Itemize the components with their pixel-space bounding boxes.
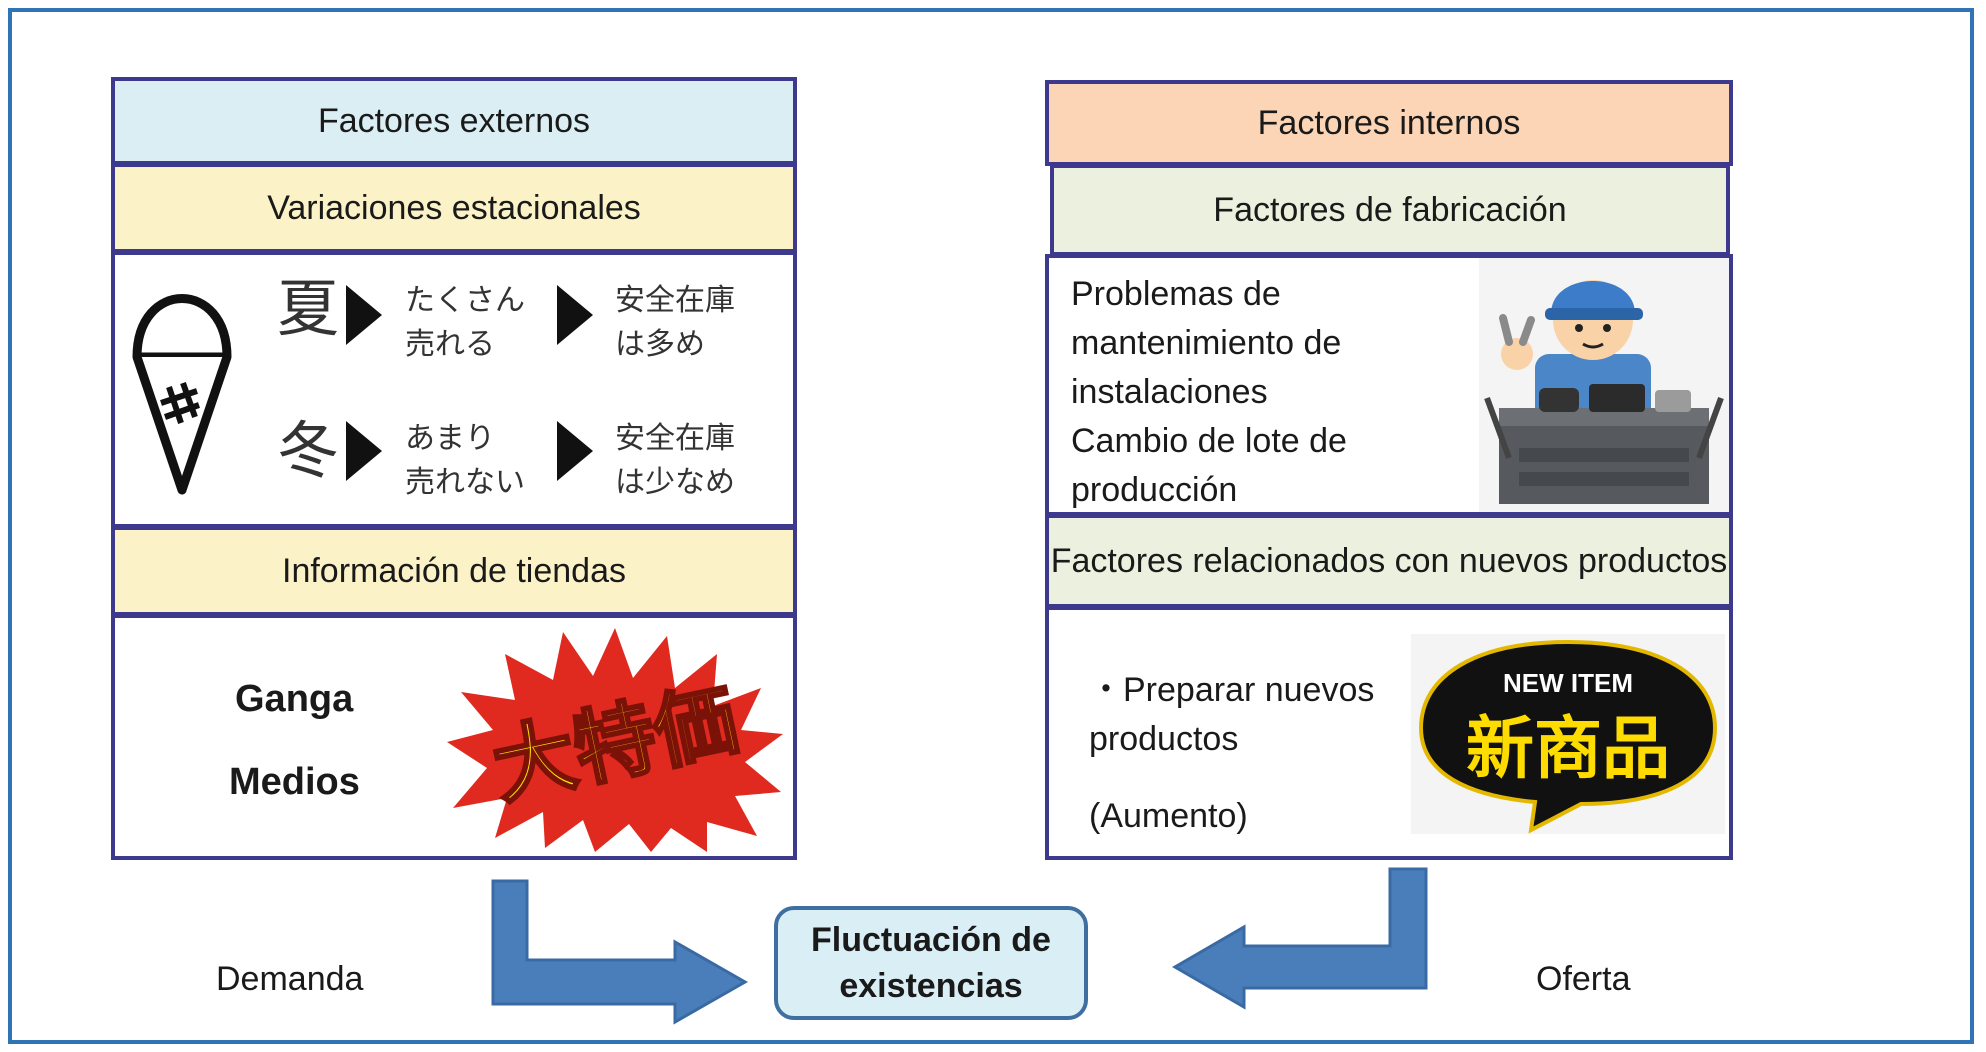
new-products-line-1: ・Preparar nuevos (1089, 671, 1375, 709)
summer-stock-line1: 安全在庫 (615, 283, 735, 318)
demand-label: Demanda (216, 960, 364, 998)
store-info-panel: Ganga Medios 大特価 (111, 614, 797, 860)
mechanic-worker-image (1479, 258, 1729, 512)
diagram-frame (8, 8, 1974, 1044)
manufacturing-line-5: producción (1071, 471, 1238, 509)
new-products-panel: ・Preparar nuevos productos (Aumento) NEW… (1045, 606, 1733, 860)
winter-stock-line1: 安全在庫 (615, 421, 735, 456)
bargain-label: Ganga (235, 678, 354, 720)
new-products-header: Factores relacionados con nuevos product… (1045, 514, 1733, 608)
arrow-right-icon (557, 421, 593, 481)
new-products-line-2: productos (1089, 720, 1239, 758)
manufacturing-factors-title: Factores de fabricación (1213, 190, 1567, 229)
sale-burst-image: 大特価 (447, 628, 783, 852)
new-item-badge-image: NEW ITEM 新商品 (1411, 634, 1725, 834)
manufacturing-line-2: mantenimiento de (1071, 324, 1342, 362)
summer-season-label: 夏 (277, 272, 340, 345)
summer-sales-line2: 売れる (405, 327, 495, 362)
summer-sales-line1: たくさん (405, 283, 525, 318)
winter-season-label: 冬 (277, 414, 340, 487)
new-products-title: Factores relacionados con nuevos product… (1050, 541, 1728, 580)
winter-sales-line1: あまり (405, 421, 495, 456)
demand-arrow (491, 879, 749, 1025)
new-item-badge-top: NEW ITEM (1503, 668, 1633, 698)
manufacturing-line-3: instalaciones (1071, 373, 1268, 411)
arrow-right-icon (346, 421, 382, 481)
supply-label: Oferta (1536, 960, 1631, 998)
store-info-header: Información de tiendas (111, 526, 797, 616)
internal-factors-title: Factores internos (1257, 103, 1521, 142)
arrow-right-icon (346, 285, 382, 345)
winter-stock-line2: は少なめ (615, 465, 735, 500)
stock-fluctuation-line2: existencias (839, 967, 1023, 1005)
seasonal-panel: 夏 たくさん 売れる 安全在庫 は多め 冬 あまり 売れない 安全在庫 は少なめ (111, 251, 797, 528)
external-factors-header: Factores externos (111, 77, 797, 165)
stock-fluctuation-line1: Fluctuación de (811, 921, 1051, 959)
manufacturing-line-4: Cambio de lote de (1071, 422, 1347, 460)
store-info-title: Información de tiendas (282, 551, 626, 590)
media-label: Medios (229, 761, 360, 803)
summer-stock-line2: は多め (615, 327, 705, 362)
winter-sales-line2: 売れない (405, 465, 525, 500)
seasonal-variations-title: Variaciones estacionales (267, 188, 641, 227)
arrow-right-icon (557, 285, 593, 345)
seasonal-variations-header: Variaciones estacionales (111, 163, 797, 253)
internal-factors-header: Factores internos (1045, 80, 1733, 166)
new-products-line-3: (Aumento) (1089, 797, 1248, 835)
supply-arrow (1172, 867, 1428, 1010)
new-item-badge-main: 新商品 (1466, 710, 1670, 789)
manufacturing-panel: Problemas de mantenimiento de instalacio… (1045, 254, 1733, 516)
external-factors-title: Factores externos (317, 101, 591, 140)
ice-cream-icon (132, 294, 232, 495)
manufacturing-factors-header: Factores de fabricación (1050, 164, 1730, 256)
manufacturing-line-1: Problemas de (1071, 275, 1281, 313)
stock-fluctuation-node: Fluctuación de existencias (774, 906, 1088, 1020)
